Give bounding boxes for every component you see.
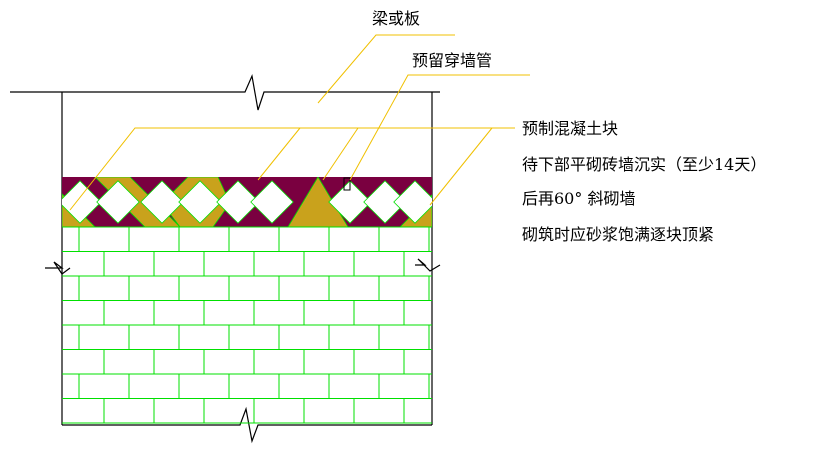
slant-brick-band xyxy=(62,177,432,227)
beam-outline xyxy=(10,73,440,111)
slant-brick xyxy=(328,180,372,224)
slant-brick xyxy=(216,180,260,224)
slant-brick xyxy=(363,180,407,224)
label-beam-or-slab: 梁或板 xyxy=(372,9,420,28)
wall-outline xyxy=(45,92,441,444)
label-precast-block: 预制混凝土块 xyxy=(522,119,618,138)
leader-block-3 xyxy=(322,127,359,181)
note-mortar: 砌筑时应砂浆饱满逐块顶紧 xyxy=(522,225,714,244)
slant-brick xyxy=(62,180,102,224)
slant-brick xyxy=(178,180,222,224)
leader-block-1 xyxy=(69,127,515,211)
slant-brick xyxy=(393,180,432,224)
leader-beam xyxy=(317,34,455,104)
slant-brick xyxy=(96,180,140,224)
leader-block-2 xyxy=(257,127,301,181)
slant-brick xyxy=(250,180,294,224)
leader-block-4 xyxy=(429,127,493,206)
flat-brick-courses xyxy=(62,226,432,424)
leader-lines xyxy=(69,34,530,211)
slant-brick xyxy=(140,180,184,224)
leader-sleeve xyxy=(349,74,530,181)
note-settle-time: 待下部平砌砖墙沉实（至少14天） xyxy=(522,155,766,174)
label-sleeve: 预留穿墙管 xyxy=(412,51,492,70)
sleeve-marker xyxy=(343,177,351,191)
note-slant-angle: 后再60° 斜砌墙 xyxy=(522,189,635,208)
